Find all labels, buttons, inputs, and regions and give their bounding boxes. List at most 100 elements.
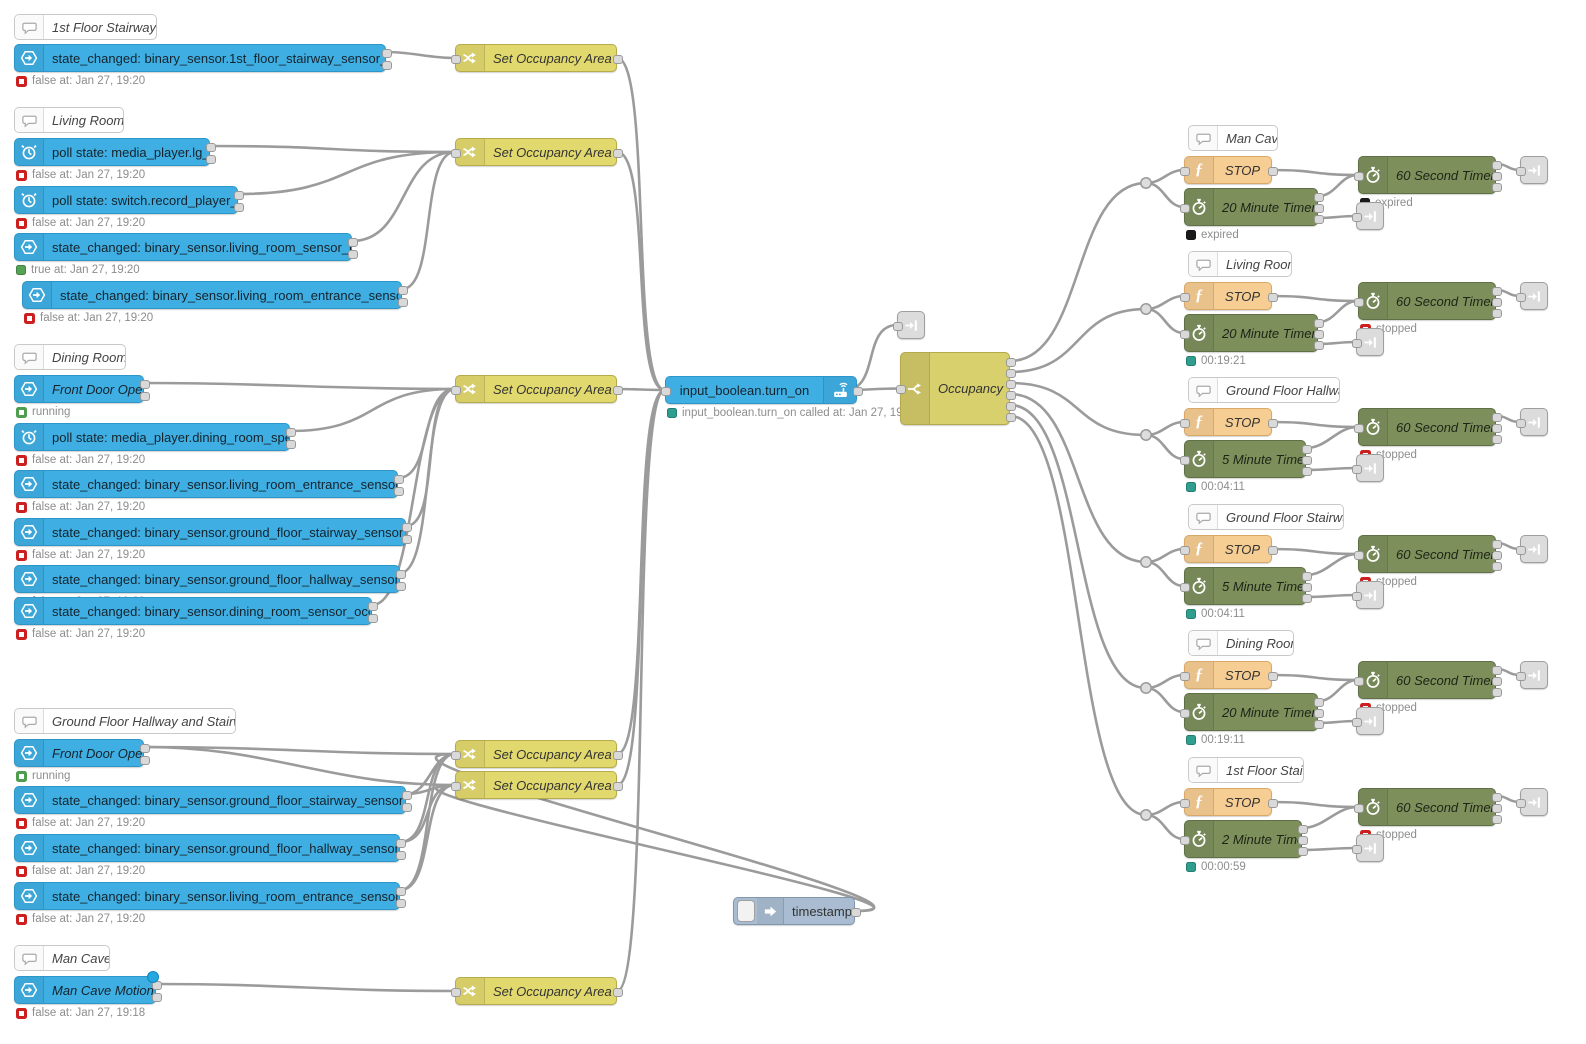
output-port[interactable] (402, 522, 412, 532)
node-trig-front-door-open-gf[interactable]: Front Door Open (14, 739, 150, 767)
wire[interactable] (1270, 294, 1360, 303)
output-port[interactable] (1298, 846, 1308, 856)
output-port[interactable] (1492, 814, 1502, 824)
wire[interactable] (350, 150, 457, 243)
node-gf-stairway-timer60[interactable]: 60 Second Timer (1354, 535, 1502, 573)
node-set-occupancy-area-5[interactable]: Set Occupancy Area (451, 771, 623, 799)
node-gf-stairway-link-mid[interactable] (1352, 581, 1384, 609)
output-port[interactable] (1302, 444, 1312, 454)
input-port[interactable] (1352, 464, 1362, 474)
output-port[interactable] (1492, 803, 1502, 813)
input-port[interactable] (1516, 418, 1526, 428)
wire[interactable] (1304, 593, 1358, 599)
output-port[interactable] (398, 297, 408, 307)
input-port[interactable] (661, 386, 671, 396)
output-port[interactable] (1268, 798, 1278, 808)
wire[interactable] (384, 50, 457, 60)
output-port[interactable] (1492, 561, 1502, 571)
output-port[interactable] (1314, 340, 1324, 350)
input-port[interactable] (451, 148, 461, 158)
output-port[interactable] (1302, 455, 1312, 465)
node-gf-stairway-timer[interactable]: 5 Minute Timer (1180, 567, 1312, 605)
wire[interactable] (615, 388, 667, 993)
node-comment-dining-room-right[interactable]: Dining Room (1188, 630, 1294, 656)
node-comment-living-room-left[interactable]: Living Room (14, 107, 124, 133)
input-port[interactable] (1180, 835, 1190, 845)
input-port[interactable] (1180, 582, 1190, 592)
node-gf-stairway-link-out[interactable] (1516, 535, 1548, 563)
output-port[interactable] (1492, 434, 1502, 444)
wire[interactable] (398, 752, 457, 892)
wire[interactable] (1270, 420, 1360, 429)
output-port[interactable] (140, 379, 150, 389)
junction-node[interactable] (1140, 556, 1152, 568)
output-port[interactable] (613, 987, 623, 997)
output-port[interactable] (396, 569, 406, 579)
output-port[interactable] (396, 886, 406, 896)
wire[interactable] (236, 150, 457, 196)
node-man-cave-link-out[interactable] (1516, 156, 1548, 184)
output-port[interactable] (851, 907, 861, 917)
input-port[interactable] (896, 385, 906, 394)
output-port[interactable] (1314, 203, 1324, 213)
wire[interactable] (1144, 294, 1186, 311)
node-living-room-link-mid[interactable] (1352, 328, 1384, 356)
input-port[interactable] (1180, 329, 1190, 339)
output-port[interactable] (1268, 166, 1278, 176)
output-port[interactable] (1268, 671, 1278, 681)
output-port[interactable] (394, 486, 404, 496)
junction-node[interactable] (1140, 177, 1152, 189)
wire[interactable] (1300, 846, 1358, 852)
output-port[interactable] (1492, 665, 1502, 675)
inject-button[interactable] (737, 900, 755, 922)
node-set-occupancy-area-4[interactable]: Set Occupancy Area (451, 740, 623, 768)
output-port[interactable] (286, 439, 296, 449)
node-comment-man-cave-right[interactable]: Man Cave (1188, 125, 1278, 151)
output-port[interactable] (140, 743, 150, 753)
wire[interactable] (1270, 673, 1360, 682)
output-port[interactable] (1006, 390, 1016, 400)
wire[interactable] (1304, 425, 1360, 450)
node-gf-hallway-timer60[interactable]: 60 Second Timer (1354, 408, 1502, 446)
node-comment-dining-room-left[interactable]: Dining Room (14, 344, 126, 370)
output-port[interactable] (1314, 329, 1324, 339)
node-man-cave-link-mid[interactable] (1352, 202, 1384, 230)
output-port[interactable] (402, 534, 412, 544)
wire[interactable] (434, 752, 876, 913)
node-trig-1st-floor-stairway-motion[interactable]: state_changed: binary_sensor.1st_floor_s… (14, 44, 392, 72)
wire[interactable] (1316, 678, 1360, 703)
node-inject-timestamp[interactable]: timestamp (733, 897, 861, 925)
output-port[interactable] (382, 48, 392, 58)
wire[interactable] (398, 783, 457, 892)
output-port[interactable] (402, 790, 412, 800)
input-port[interactable] (1180, 708, 1190, 718)
output-port[interactable] (1492, 539, 1502, 549)
output-port[interactable] (396, 898, 406, 908)
node-trig-ground-floor-hallway-motion-2[interactable]: state_changed: binary_sensor.ground_floo… (14, 565, 406, 593)
node-man-cave-timer[interactable]: 20 Minute Timer (1180, 188, 1324, 226)
output-port[interactable] (140, 755, 150, 765)
wire[interactable] (400, 150, 457, 291)
wire[interactable] (1008, 403, 1148, 690)
input-port[interactable] (1516, 798, 1526, 808)
output-port[interactable] (396, 838, 406, 848)
input-port[interactable] (1516, 292, 1526, 302)
input-port[interactable] (1354, 803, 1364, 813)
wire[interactable] (1008, 414, 1148, 817)
wire[interactable] (1144, 181, 1186, 209)
node-set-occupancy-area-2[interactable]: Set Occupancy Area (451, 138, 623, 166)
input-port[interactable] (1180, 798, 1190, 808)
node-trig-ground-floor-stairway-motion[interactable]: state_changed: binary_sensor.ground_floo… (14, 786, 412, 814)
output-port[interactable] (234, 190, 244, 200)
node-gf-hallway-link-out[interactable] (1516, 408, 1548, 436)
output-port[interactable] (1302, 571, 1312, 581)
node-trig-living-room-motion[interactable]: state_changed: binary_sensor.living_room… (14, 233, 358, 261)
wire[interactable] (1008, 392, 1148, 564)
output-port[interactable] (613, 385, 623, 395)
node-comment-1st-floor-stairs[interactable]: 1st Floor Stairs (1188, 757, 1304, 783)
junction-node[interactable] (1140, 682, 1152, 694)
node-dining-room-timer60[interactable]: 60 Second Timer (1354, 661, 1502, 699)
